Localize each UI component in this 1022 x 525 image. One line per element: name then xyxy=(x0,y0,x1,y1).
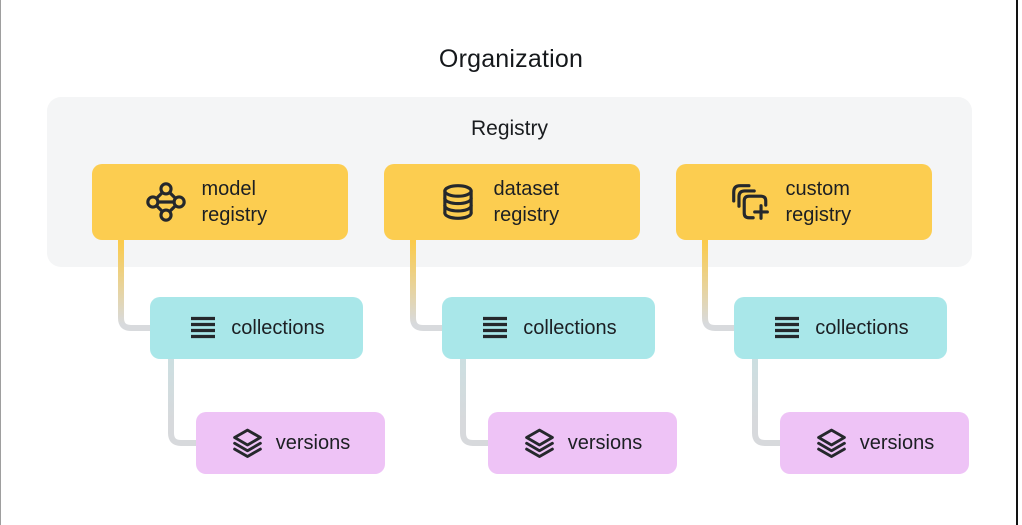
versions-label: versions xyxy=(567,431,643,454)
registry-item-model-registry: model registry xyxy=(92,164,348,240)
collections-node-2: collections xyxy=(442,297,655,359)
connector-registry-collections-1 xyxy=(118,240,151,331)
branch-custom-registry: custom registry collections xyxy=(676,0,969,525)
collections-node-1: collections xyxy=(150,297,363,359)
registry-item-dataset-registry: dataset registry xyxy=(384,164,640,240)
list-lines-icon xyxy=(772,313,802,343)
list-lines-icon xyxy=(188,313,218,343)
registry-item-label: dataset registry xyxy=(493,177,560,226)
versions-node-1: versions xyxy=(196,412,385,474)
versions-node-3: versions xyxy=(780,412,969,474)
collections-label: collections xyxy=(231,316,325,339)
connector-collections-versions-2 xyxy=(460,356,489,446)
collections-label: collections xyxy=(815,316,909,339)
layers-icon xyxy=(815,427,848,460)
list-lines-icon xyxy=(480,313,510,343)
branch-model-registry: model registry collections xyxy=(92,0,385,525)
layers-icon xyxy=(523,427,556,460)
screenshot-right-border xyxy=(1016,0,1018,525)
database-icon xyxy=(437,181,479,223)
model-graph-icon xyxy=(145,181,187,223)
connector-registry-collections-2 xyxy=(410,240,443,331)
layers-icon xyxy=(231,427,264,460)
custom-registry-add-icon xyxy=(729,181,771,223)
connector-collections-versions-3 xyxy=(752,356,781,446)
collections-label: collections xyxy=(523,316,617,339)
branch-dataset-registry: dataset registry collections xyxy=(384,0,677,525)
connector-registry-collections-3 xyxy=(702,240,735,331)
versions-label: versions xyxy=(859,431,935,454)
registry-item-custom-registry: custom registry xyxy=(676,164,932,240)
collections-node-3: collections xyxy=(734,297,947,359)
registry-item-label: custom registry xyxy=(785,177,852,226)
screenshot-left-border xyxy=(0,0,1,525)
versions-node-2: versions xyxy=(488,412,677,474)
registry-item-label: model registry xyxy=(201,177,268,226)
registry-title: Registry xyxy=(470,117,549,140)
diagram-title: Organization xyxy=(438,45,584,73)
versions-label: versions xyxy=(275,431,351,454)
connector-collections-versions-1 xyxy=(168,356,197,446)
